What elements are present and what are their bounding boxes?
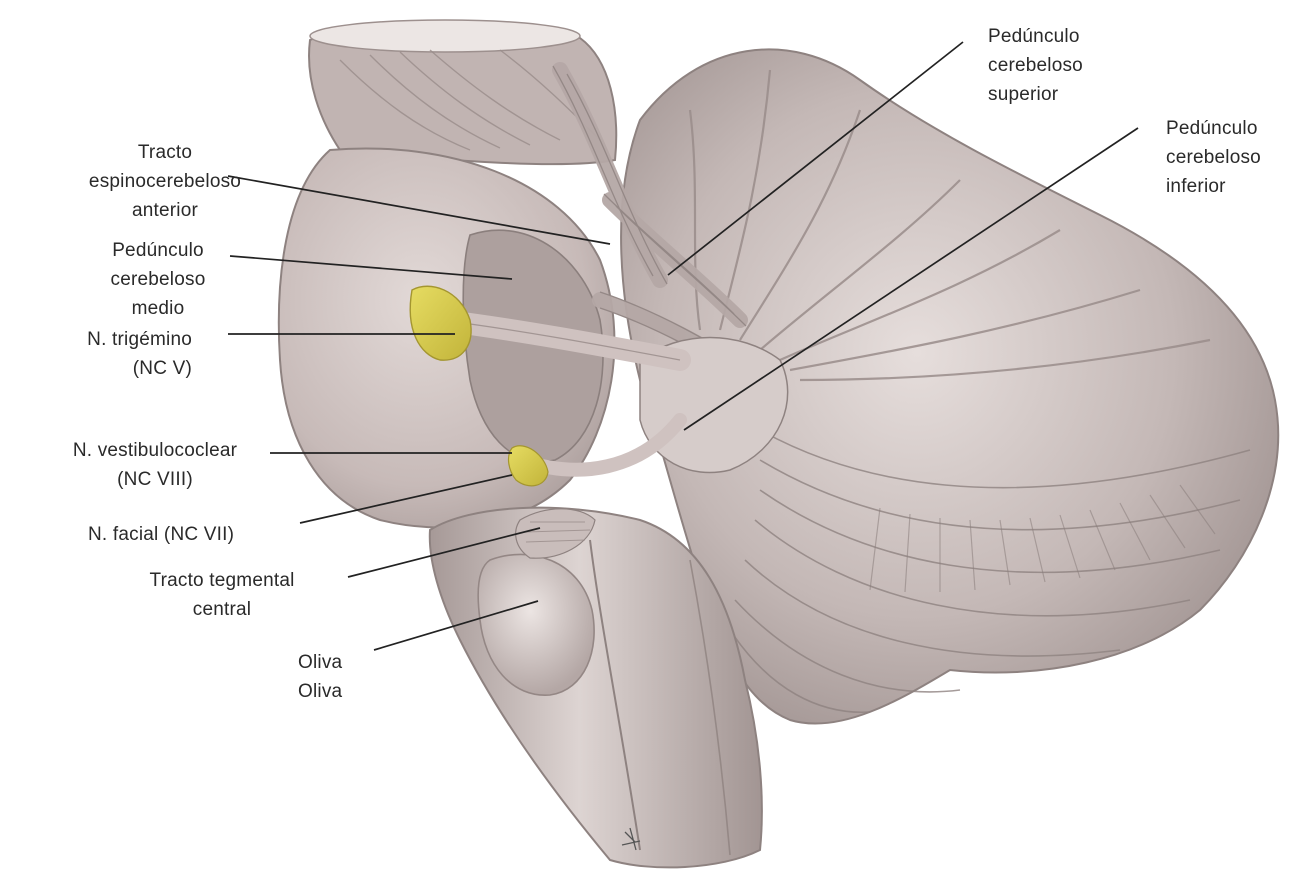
leader-lines — [227, 41, 1139, 651]
label-superior-peduncle: Pedúnculo cerebeloso superior — [988, 26, 1083, 105]
base-mark — [621, 827, 641, 851]
label-olive: Oliva Oliva — [298, 652, 343, 702]
trigeminal-nerve — [409, 285, 691, 371]
label-middle-peduncle: Pedúnculo cerebeloso medio — [110, 240, 206, 319]
label-anterior-spinocerebellar: Tracto espinocerebeloso anterior — [88, 142, 242, 221]
label-trigeminal: N. trigémino (NC V) — [87, 329, 192, 379]
vestibulocochlear-nerve — [507, 413, 687, 487]
label-facial: N. facial (NC VII) — [88, 524, 235, 545]
label-central-tegmental: Tracto tegmental central — [149, 570, 295, 620]
cerebellar-lamellae — [729, 429, 1251, 714]
olive-shape — [477, 553, 595, 696]
medulla — [428, 506, 763, 869]
cerebellar-folia — [688, 69, 1211, 382]
label-inferior-peduncle: Pedúnculo cerebeloso inferior — [1166, 118, 1261, 197]
cerebellum — [620, 48, 1280, 725]
label-vestibulocochlear: N. vestibulococlear (NC VIII) — [72, 440, 238, 490]
inferior-peduncle-bundle — [639, 336, 789, 474]
